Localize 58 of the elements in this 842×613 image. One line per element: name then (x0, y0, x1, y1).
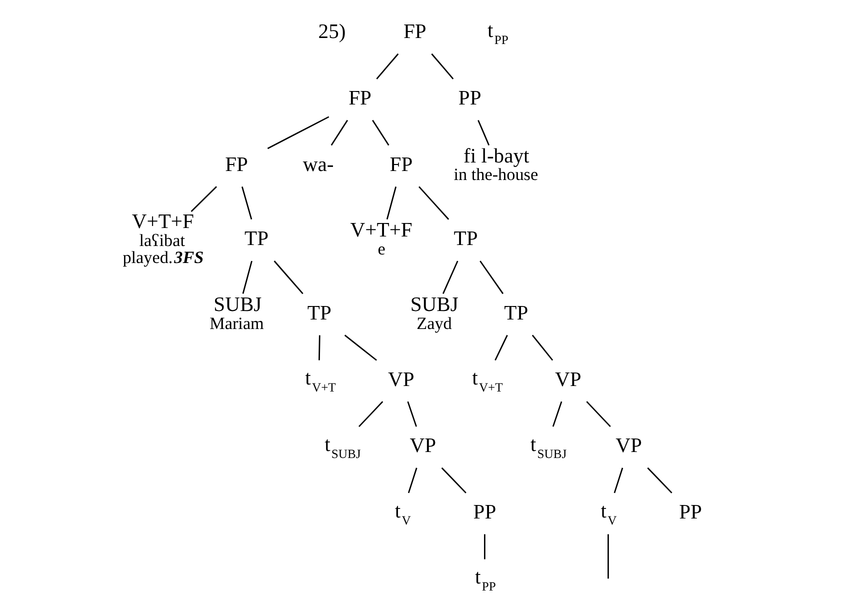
connector (607, 534, 608, 579)
node-text: TP (244, 228, 268, 250)
connector (531, 334, 553, 361)
node-text: wa- (302, 154, 334, 176)
node-text: t$_{SUBJ}$ (324, 434, 360, 462)
connector (344, 334, 376, 361)
connector (418, 186, 449, 220)
node-text: t$_{PP}$ (487, 20, 508, 48)
connector (190, 186, 216, 212)
connector (372, 120, 389, 146)
connector (266, 116, 329, 150)
connector (406, 401, 416, 427)
node-text: FP (348, 88, 371, 110)
connector (407, 468, 417, 494)
node-text: VP (409, 435, 436, 458)
node-text: V+T+F e (350, 220, 412, 258)
node-text: FP (224, 154, 248, 176)
connector (273, 260, 303, 294)
node-text: PP (472, 502, 496, 524)
node-text: SUBJ Zayd (410, 294, 458, 333)
node-text: t$_{V+T}$ (472, 368, 502, 395)
node-text: t$_{V}$ (394, 500, 410, 528)
node-text: t$_{V+T}$ (304, 368, 336, 395)
node-text: VP (615, 435, 642, 458)
node-text: FP (389, 154, 412, 176)
node-text: t$_{SUBJ}$ (530, 434, 566, 462)
connector (376, 53, 398, 80)
connector (386, 186, 396, 220)
node-text: t$_{V}$ (600, 500, 616, 528)
label: 25) (318, 21, 346, 44)
node-text: t$_{PP}$ (474, 566, 496, 594)
node-text: VP (554, 368, 581, 391)
connector (646, 467, 672, 494)
connector (318, 335, 320, 360)
node-text: PP (458, 88, 481, 110)
connector (430, 53, 454, 80)
connector (586, 401, 610, 428)
connector (484, 534, 485, 560)
connector (479, 260, 504, 294)
node-text: VP (388, 368, 414, 391)
connector (242, 260, 252, 294)
node-text: TP (306, 302, 331, 325)
connector (477, 120, 490, 146)
node-text: FP (402, 21, 426, 44)
node-text: SUBJ Mariam (209, 294, 264, 333)
node-text: TP (504, 302, 528, 325)
connector (240, 186, 252, 220)
connector (613, 468, 623, 494)
node-text: TP (453, 228, 478, 250)
node-text: V+T+F laʕibat played.3FS (122, 211, 204, 268)
connector (442, 260, 458, 294)
node-text: PP (678, 502, 702, 524)
connector (552, 401, 562, 427)
connector (494, 334, 508, 361)
connector (440, 467, 466, 494)
node-text: fi l-bayt in the-house (453, 145, 538, 184)
connector (330, 120, 348, 146)
connector (358, 401, 383, 428)
